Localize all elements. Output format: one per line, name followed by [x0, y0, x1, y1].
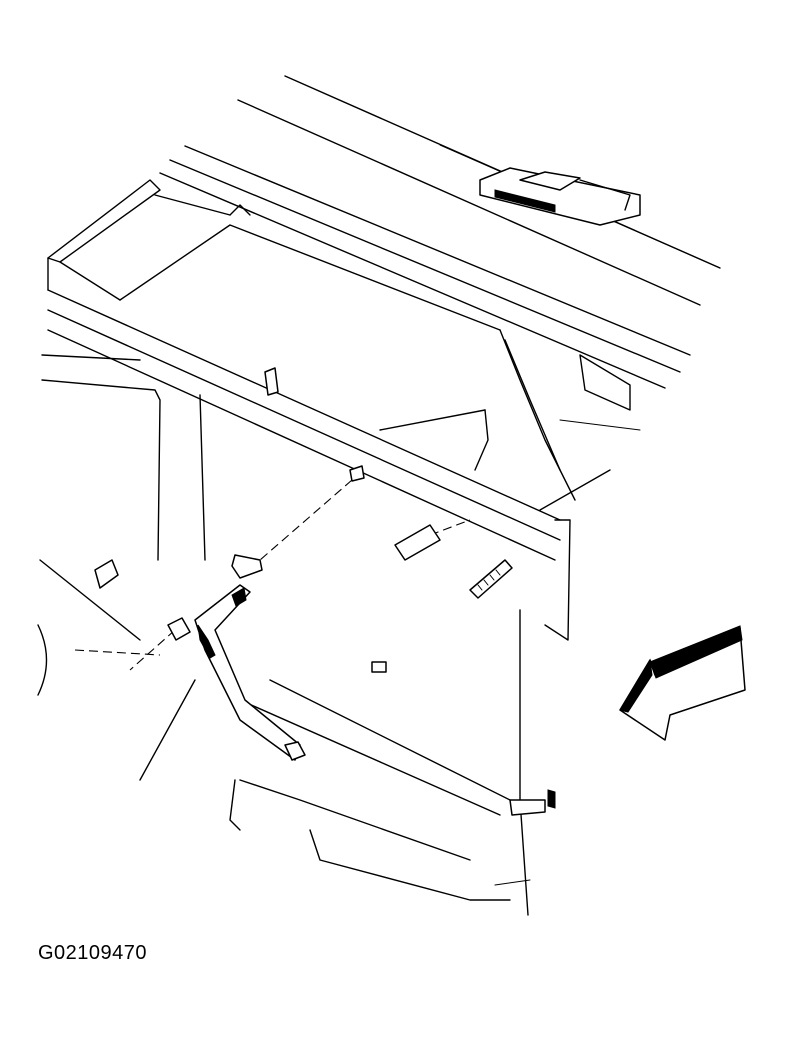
assist-grab-handle: [194, 554, 306, 761]
figure-code: G02109470: [38, 942, 148, 964]
roof-panel-lines: [159, 75, 721, 389]
roof-bow: [47, 179, 561, 521]
front-arrow-icon: [619, 625, 746, 741]
assembly-guide-lines: [74, 479, 471, 671]
dome-lamp: [479, 167, 641, 226]
fasteners: [94, 367, 556, 816]
body-side-lines: [37, 354, 531, 916]
upper-trim-panel: [47, 309, 641, 641]
